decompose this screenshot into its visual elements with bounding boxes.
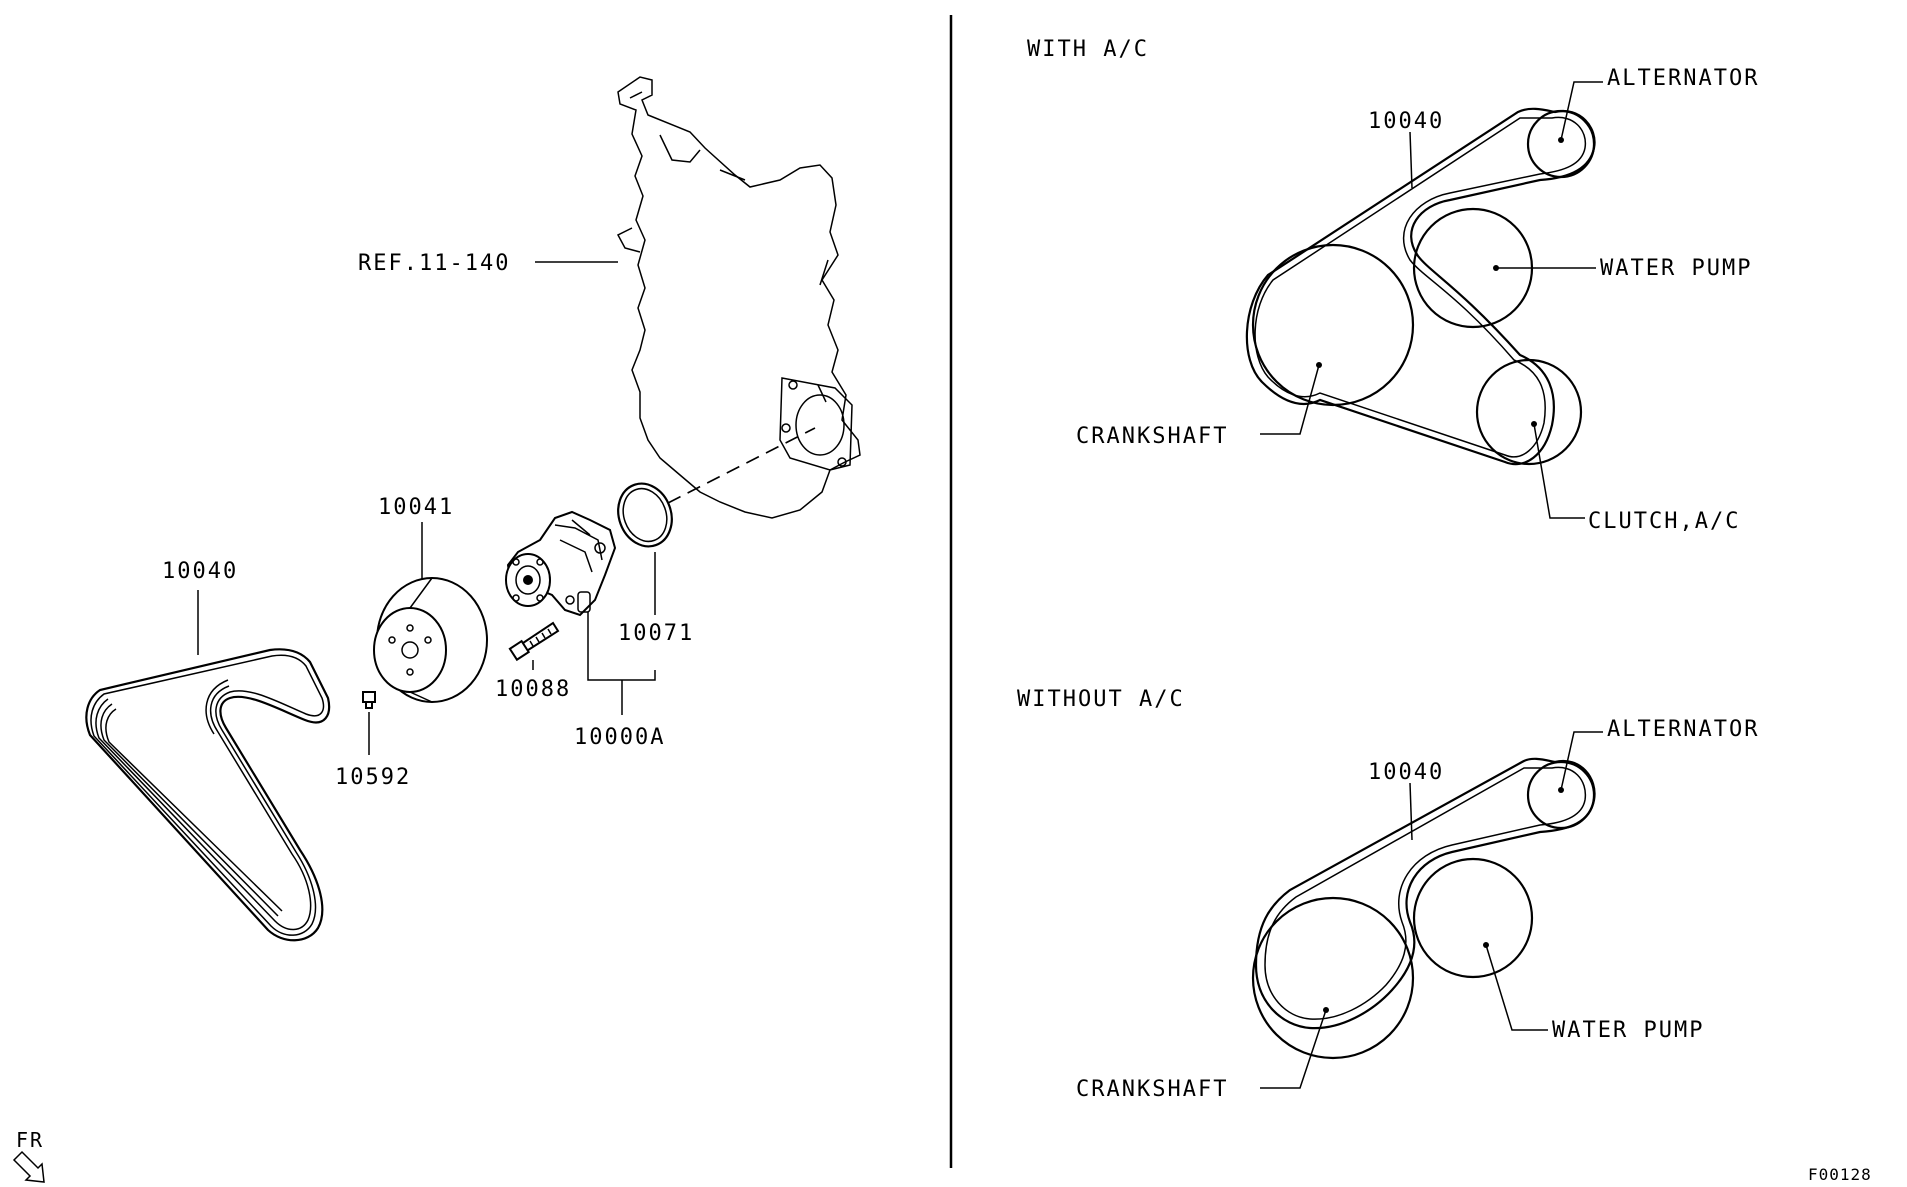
with-ac-water-pump-label: WATER PUMP <box>1600 256 1752 281</box>
with-ac-alternator-pulley <box>1526 109 1596 179</box>
figure-id: F00128 <box>1808 1165 1872 1184</box>
with-ac-clutch-pulley <box>1475 358 1583 466</box>
without-ac-water-pump-leader <box>1485 944 1548 1031</box>
with-ac-clutch-label: CLUTCH,A/C <box>1588 509 1740 534</box>
without-ac-routing <box>1251 757 1596 1060</box>
direction-arrow-icon <box>12 1150 45 1183</box>
without-ac-belt-leader <box>1409 782 1413 841</box>
without-ac-alternator-pulley <box>1526 760 1596 830</box>
gasket-part <box>617 482 673 548</box>
without-ac-crankshaft-label: CRANKSHAFT <box>1076 1077 1228 1102</box>
pulley-bolt-part-number: 10592 <box>335 765 411 790</box>
pulley-bolt-part <box>362 691 376 709</box>
pulley-part-number: 10041 <box>378 495 454 520</box>
with-ac-crankshaft-leader <box>1260 364 1320 435</box>
without-ac-crankshaft-pulley <box>1251 896 1415 1060</box>
ref-label: REF.11-140 <box>358 251 510 276</box>
without-ac-title: WITHOUT A/C <box>1017 687 1185 712</box>
alignment-dash-line <box>667 427 816 504</box>
with-ac-crankshaft-pulley <box>1251 243 1415 407</box>
with-ac-alternator-label: ALTERNATOR <box>1607 66 1759 91</box>
without-ac-water-pump-pulley <box>1412 857 1534 979</box>
gasket-part-number: 10071 <box>618 621 694 646</box>
without-ac-crankshaft-leader <box>1260 1009 1327 1089</box>
without-ac-alternator-leader <box>1560 731 1603 791</box>
direction-label: FR <box>16 1128 44 1152</box>
pump-bolt-part <box>508 621 560 662</box>
engine-block-outline <box>616 76 861 519</box>
with-ac-title: WITH A/C <box>1027 37 1149 62</box>
water-pump-part <box>505 510 617 617</box>
with-ac-belt-part-number: 10040 <box>1368 109 1444 134</box>
belt-part-number: 10040 <box>162 559 238 584</box>
with-ac-clutch-leader <box>1533 423 1585 519</box>
with-ac-belt-leader <box>1409 131 1413 189</box>
without-ac-water-pump-label: WATER PUMP <box>1552 1018 1704 1043</box>
without-ac-alternator-label: ALTERNATOR <box>1607 717 1759 742</box>
pulley-part <box>373 577 488 703</box>
with-ac-crankshaft-label: CRANKSHAFT <box>1076 424 1228 449</box>
with-ac-alternator-leader <box>1560 81 1603 141</box>
pump-bolt-part-number: 10088 <box>495 677 571 702</box>
pump-assy-part-number: 10000A <box>574 725 665 750</box>
ribbed-belt-part <box>85 648 331 942</box>
with-ac-routing <box>1245 107 1596 466</box>
without-ac-belt-part-number: 10040 <box>1368 760 1444 785</box>
